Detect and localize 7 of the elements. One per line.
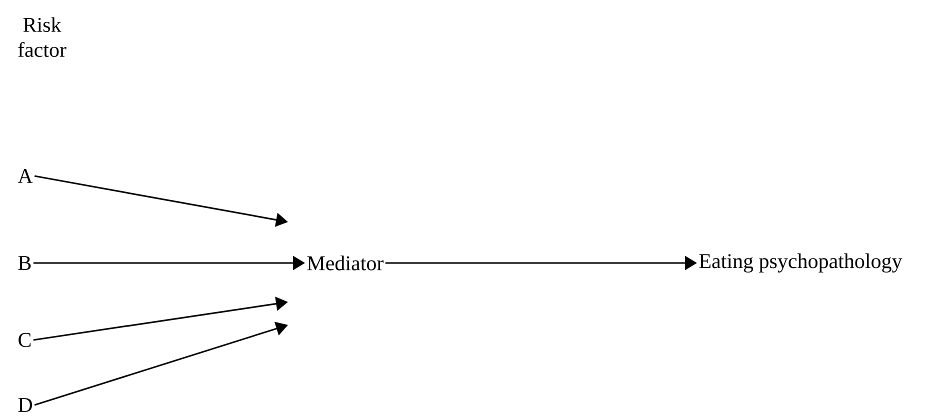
node-label: A xyxy=(18,169,33,183)
node-label: Mediator xyxy=(307,256,384,270)
node-label: B xyxy=(18,256,31,270)
node-label: C xyxy=(18,332,31,348)
node-label: D xyxy=(18,398,32,412)
node-label: Eating psychopathology xyxy=(699,253,902,273)
heading-label: Risk factor xyxy=(18,17,66,57)
